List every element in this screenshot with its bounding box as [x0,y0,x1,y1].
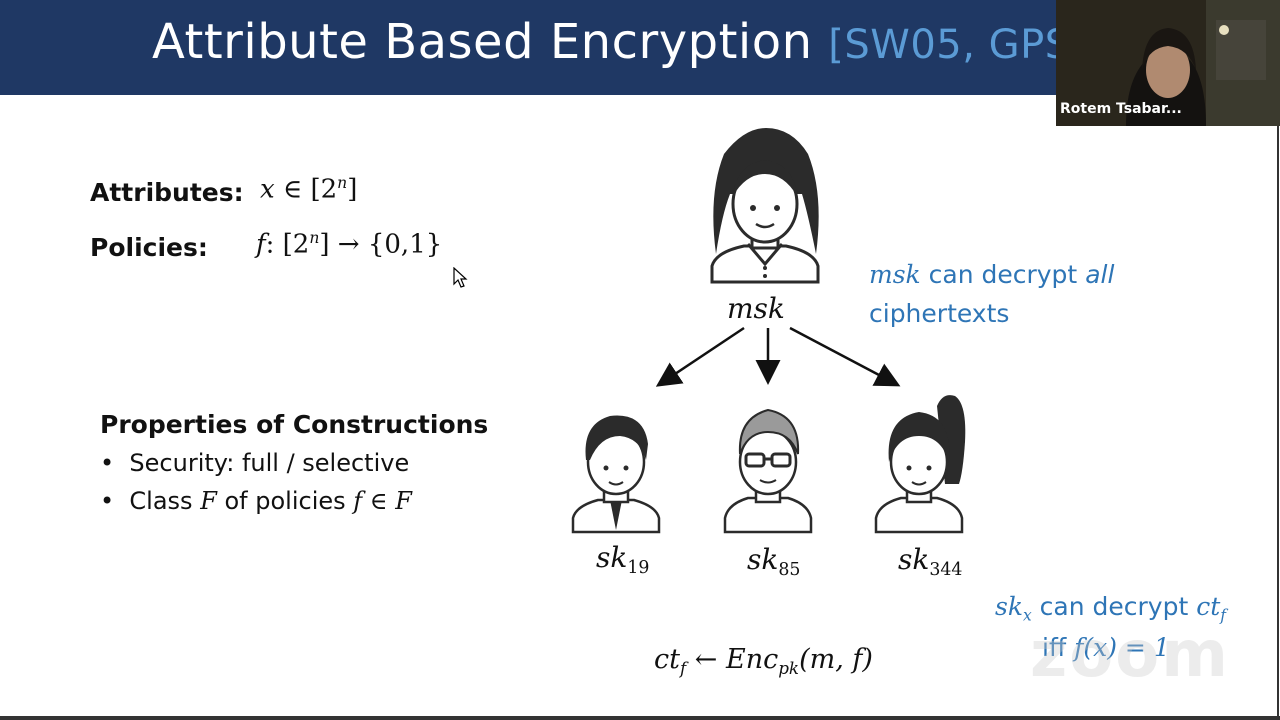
skx-note-line2: iff f(x) = 1 [1042,633,1170,662]
bullet-security: • Security: full / selective [100,449,410,477]
arrow-left [655,326,745,387]
slide-title: Attribute Based Encryption [SW05, GPSW [152,14,1111,70]
woman-avatar-icon [710,128,820,284]
attributes-label: Attributes: [90,178,244,207]
webcam-image [1056,0,1280,126]
key-label-19: sk19 [596,541,650,579]
msk-note-line2: ciphertexts [869,299,1010,328]
zoom-watermark: zoom [1030,618,1230,692]
policies-math: f: [2n] → {0,1} [256,229,443,260]
key-label-85: sk85 [747,543,801,581]
properties-heading: Properties of Constructions [100,410,489,439]
mouse-cursor-icon [453,267,468,288]
arrow-right [789,326,901,387]
derivation-arrows [655,326,901,387]
bullet-class: • Class F of policies f ∈ F [100,487,412,515]
frame-right-edge [1277,126,1279,720]
man-glasses-avatar-icon [723,408,813,534]
msk-label: msk [727,292,785,325]
webcam-video[interactable] [1056,0,1280,126]
key-label-344: sk344 [898,543,963,581]
man-tie-avatar-icon [571,415,661,534]
attributes-math: x ∈ [2n] [260,174,358,205]
woman-ponytail-avatar-icon [874,395,966,534]
skx-note: skx can decrypt ctf [995,592,1227,625]
participant-name: Rotem Tsabar... [1060,101,1182,117]
slide-title-text: Attribute Based Encryption [152,14,813,70]
policies-label: Policies: [90,233,208,262]
msk-note: msk can decrypt all [869,260,1115,289]
frame-bottom-edge [0,716,1280,720]
encryption-formula: ctf ← Encpk(m, f) [654,644,873,678]
